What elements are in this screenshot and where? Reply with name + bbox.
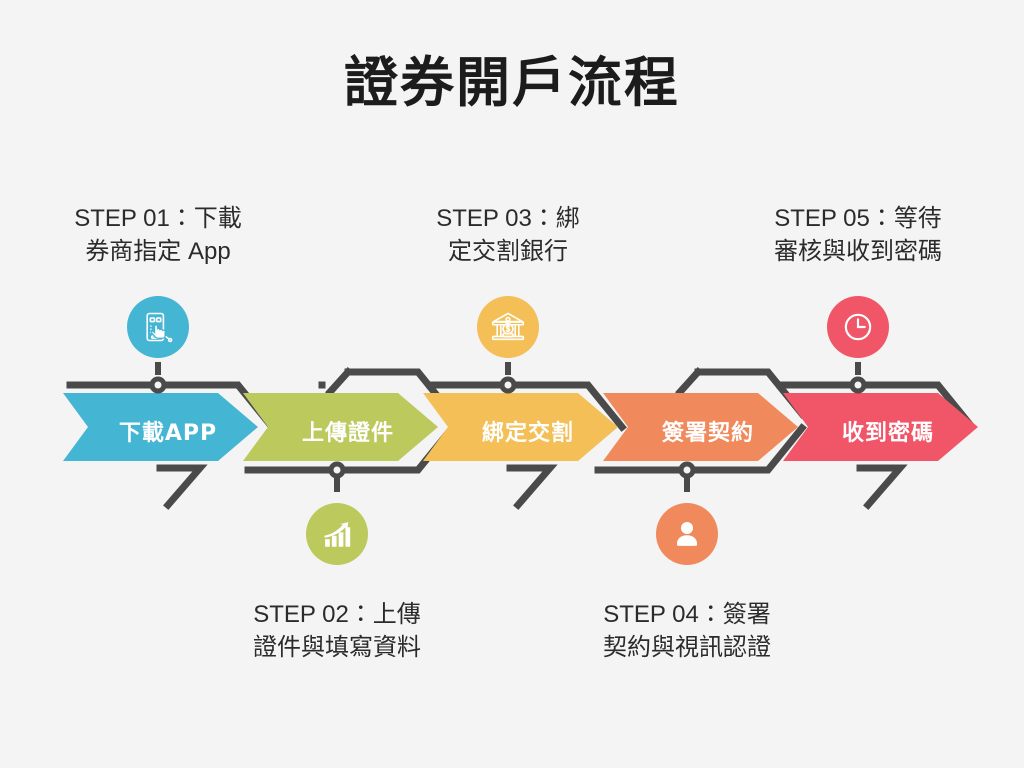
user-person-icon [671, 518, 703, 550]
step-caption-02: STEP 02：上傳 證件與填寫資料 [209, 598, 465, 664]
chevron-step-03[interactable] [423, 393, 618, 461]
step-caption-04-line-1: STEP 04：簽署 [603, 601, 771, 628]
step-caption-02-line-2: 證件與填寫資料 [253, 634, 421, 662]
step-caption-03-line-2: 定交割銀行 [448, 238, 568, 266]
step-caption-04: STEP 04：簽署 契約與視訊認證 [559, 598, 815, 664]
step-caption-01-line-1: STEP 01：下載 [74, 205, 242, 232]
step-caption-05-line-2: 審核與收到密碼 [774, 238, 942, 266]
chevron-label-step-05: 收到密碼 [841, 421, 934, 446]
node-step-05 [849, 376, 867, 394]
icon-bubble-step-04[interactable] [656, 503, 718, 565]
bank-icon [490, 309, 526, 345]
step-caption-01: STEP 01：下載 券商指定 App [30, 202, 286, 268]
step-caption-03-line-1: STEP 03：綁 [436, 205, 580, 232]
node-step-04 [678, 461, 696, 479]
chevron-label-step-04: 簽署契約 [661, 421, 754, 446]
icon-bubble-step-02[interactable] [306, 503, 368, 565]
node-step-02 [328, 461, 346, 479]
icon-bubble-step-05[interactable] [827, 296, 889, 358]
step-caption-01-line-2: 券商指定 App [85, 238, 231, 266]
step-caption-04-line-2: 契約與視訊認證 [603, 634, 771, 662]
step-caption-05: STEP 05：等待 審核與收到密碼 [730, 202, 986, 268]
growth-chart-icon [320, 517, 354, 551]
chevron-label-step-02: 上傳證件 [301, 421, 394, 446]
node-step-01 [149, 376, 167, 394]
icon-bubble-step-01[interactable] [127, 296, 189, 358]
clock-icon [840, 309, 876, 345]
chevron-step-01[interactable] [63, 393, 258, 461]
chevron-step-02[interactable] [243, 393, 438, 461]
chevron-step-05[interactable] [783, 393, 978, 461]
node-step-03 [499, 376, 517, 394]
smartphone-tap-icon [140, 309, 176, 345]
chevron-label-step-03: 綁定交割 [481, 421, 574, 446]
step-caption-02-line-1: STEP 02：上傳 [253, 601, 421, 628]
icon-bubble-step-03[interactable] [477, 296, 539, 358]
chevron-label-step-01: 下載APP [118, 421, 218, 446]
chevron-step-04[interactable] [603, 393, 798, 461]
step-caption-03: STEP 03：綁 定交割銀行 [380, 202, 636, 268]
connector-stubs [155, 362, 861, 492]
rail-nodes [149, 376, 867, 479]
page-title: 證券開戶流程 [344, 51, 680, 114]
step-caption-05-line-1: STEP 05：等待 [774, 205, 942, 232]
chevron-bodies[interactable] [63, 393, 978, 461]
